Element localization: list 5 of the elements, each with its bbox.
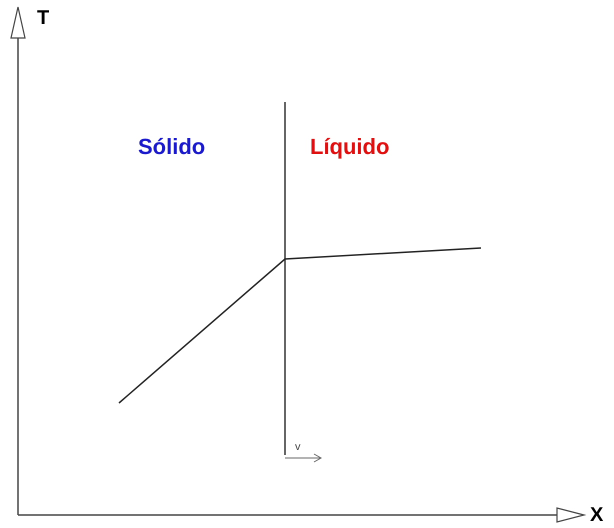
region-label: Sólido: [138, 136, 206, 158]
axis-label: T: [37, 8, 50, 28]
region-label: Líquido: [310, 136, 390, 158]
velocity-label: v: [295, 442, 300, 453]
axis-label: X: [590, 505, 604, 525]
